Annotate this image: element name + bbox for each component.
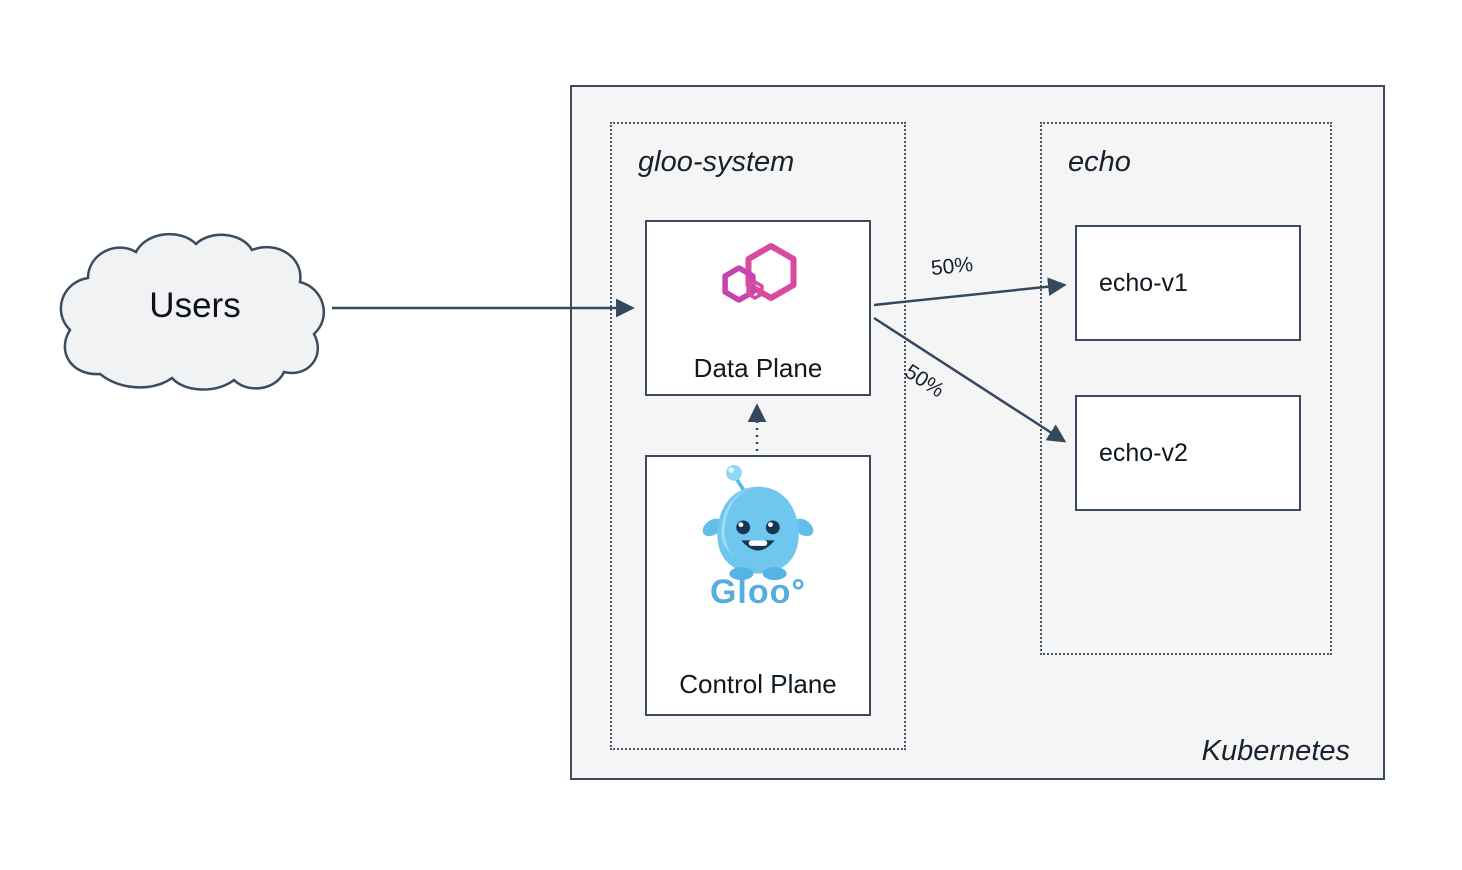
echo-label: echo	[1068, 146, 1131, 178]
echo-v1-label: echo-v1	[1099, 268, 1188, 297]
node-data-plane: Data Plane	[645, 220, 871, 396]
kubernetes-label: Kubernetes	[1201, 735, 1350, 767]
data-plane-label: Data Plane	[693, 353, 823, 383]
node-echo-v1: echo-v1	[1075, 225, 1301, 341]
traffic-split-v1-label: 50%	[929, 252, 975, 281]
gloo-wordmark: Gloo°	[709, 573, 807, 611]
node-echo-v2: echo-v2	[1075, 395, 1301, 511]
gloo-hexagons-logo-icon	[722, 243, 797, 303]
gloo-system-label: gloo-system	[638, 146, 795, 178]
namespace-echo: echo	[1040, 122, 1332, 655]
users-label: Users	[149, 286, 241, 325]
control-plane-label: Control Plane	[679, 669, 837, 699]
echo-v2-label: echo-v2	[1099, 438, 1188, 467]
node-control-plane: Gloo° Control Plane	[645, 455, 871, 716]
gloo-mascot-icon	[702, 465, 814, 581]
